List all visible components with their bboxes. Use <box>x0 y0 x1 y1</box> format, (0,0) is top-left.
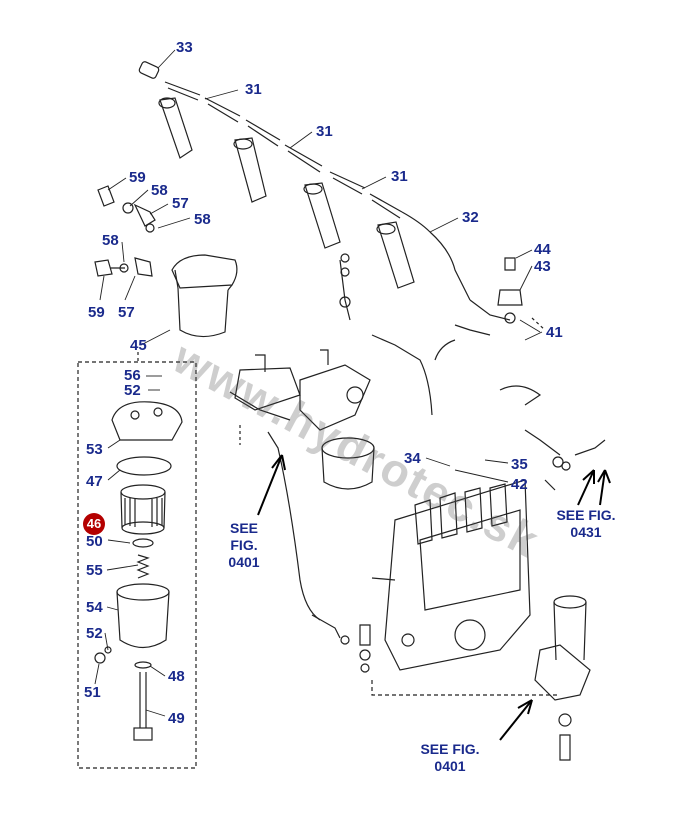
injector-2 <box>233 137 267 203</box>
oil-filter-cartridge <box>321 437 375 490</box>
callout-33[interactable]: 33 <box>176 39 193 56</box>
o-ring <box>134 661 152 669</box>
pump-bracket <box>234 349 371 431</box>
callout-48[interactable]: 48 <box>168 668 185 685</box>
callout-31[interactable]: 31 <box>245 81 262 98</box>
callout-53[interactable]: 53 <box>86 441 103 458</box>
lower-hose-fitting <box>311 614 371 673</box>
callout-45[interactable]: 45 <box>130 337 147 354</box>
injector-4 <box>376 221 415 289</box>
drain-plug <box>94 646 112 664</box>
gasket-ring <box>116 456 172 476</box>
callout-49[interactable]: 49 <box>168 710 185 727</box>
filter-bowl <box>116 583 170 649</box>
see-fig-number: 0401 <box>228 554 260 570</box>
injector-1 <box>158 97 193 159</box>
callout-42[interactable]: 42 <box>511 476 528 493</box>
callout-50[interactable]: 50 <box>86 533 103 550</box>
callout-59[interactable]: 59 <box>129 169 146 186</box>
filter-head <box>111 401 183 441</box>
see-fig-text: SEE FIG. <box>556 507 616 523</box>
banjo-bolt-assembly <box>94 185 156 277</box>
spring <box>136 554 150 579</box>
callout-57[interactable]: 57 <box>118 304 135 321</box>
callout-35[interactable]: 35 <box>511 456 528 473</box>
callout-57[interactable]: 57 <box>172 195 189 212</box>
callout-51[interactable]: 51 <box>84 684 101 701</box>
return-connector <box>454 257 523 336</box>
injector-3 <box>303 182 341 249</box>
fuel-hose-network <box>229 253 606 621</box>
fuel-filter-upper <box>171 254 238 338</box>
see-fig-arrows <box>257 454 611 741</box>
center-bolt <box>133 672 153 741</box>
seal-washer <box>132 538 154 548</box>
callout-58[interactable]: 58 <box>102 232 119 249</box>
callout-54[interactable]: 54 <box>86 599 103 616</box>
callout-52[interactable]: 52 <box>86 625 103 642</box>
callout-44[interactable]: 44 <box>534 241 551 258</box>
callout-46-highlighted[interactable]: 46 <box>83 513 105 535</box>
see-fig-text: FIG. <box>230 537 258 553</box>
callout-31[interactable]: 31 <box>391 168 408 185</box>
callout-52[interactable]: 52 <box>124 382 141 399</box>
see-fig-number: 0431 <box>570 524 602 540</box>
callout-41[interactable]: 41 <box>546 324 563 341</box>
priming-pump <box>534 595 591 761</box>
callout-55[interactable]: 55 <box>86 562 103 579</box>
callout-47[interactable]: 47 <box>86 473 103 490</box>
callout-43[interactable]: 43 <box>534 258 551 275</box>
leader-lines <box>94 49 543 717</box>
see-fig-number: 0401 <box>434 758 466 774</box>
see-fig-text: SEE FIG. <box>420 741 480 757</box>
callout-56[interactable]: 56 <box>124 367 141 384</box>
return-pipe-assembly <box>138 61 471 301</box>
callout-32[interactable]: 32 <box>462 209 479 226</box>
filter-kit-group <box>77 361 197 769</box>
callout-59[interactable]: 59 <box>88 304 105 321</box>
see-fig-0401-bottom[interactable]: SEE FIG. 0401 <box>412 741 488 775</box>
callout-58[interactable]: 58 <box>194 211 211 228</box>
filter-element <box>120 484 166 535</box>
see-fig-text: SEE <box>229 520 258 536</box>
callout-58[interactable]: 58 <box>151 182 168 199</box>
see-fig-0431-right[interactable]: SEE FIG. 0431 <box>548 507 624 541</box>
see-fig-0401-left[interactable]: SEE FIG. 0401 <box>222 520 266 571</box>
callout-34[interactable]: 34 <box>404 450 421 467</box>
callout-31[interactable]: 31 <box>316 123 333 140</box>
injection-pump <box>371 479 531 671</box>
